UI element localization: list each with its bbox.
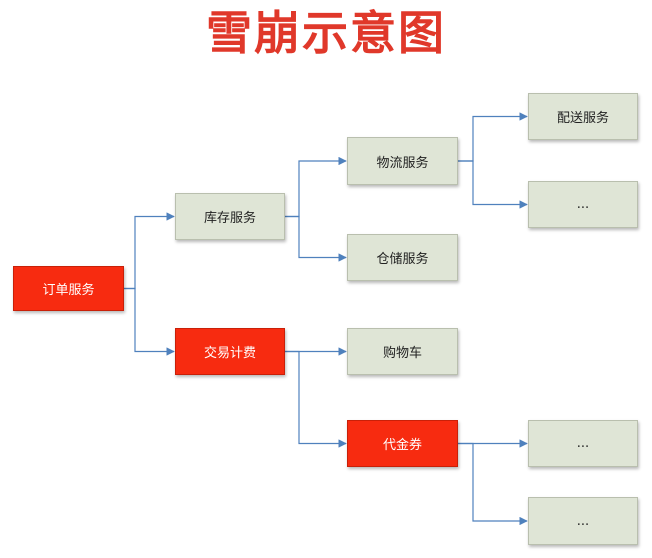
node-logistics-more-label: ... (576, 197, 590, 212)
connector-inventory_service-to-warehouse_service (285, 215, 347, 262)
node-voucher-more-1: ... (528, 420, 638, 467)
connector-order_service-to-inventory_service (124, 212, 175, 290)
node-delivery-service-label: 配送服务 (556, 111, 609, 126)
connector-voucher-to-voucher_more_2 (458, 442, 528, 526)
diagram-title: 雪崩示意图 (206, 6, 446, 60)
node-shopping-cart-label: 购物车 (382, 346, 422, 361)
node-voucher-label: 代金券 (382, 438, 422, 453)
node-voucher-more-2-label: ... (576, 513, 590, 529)
node-warehouse-service: 仓储服务 (347, 234, 458, 281)
node-inventory-service: 库存服务 (175, 193, 285, 240)
node-logistics-more: ... (528, 181, 638, 228)
node-warehouse-service-label: 仓储服务 (376, 252, 429, 267)
connector-order_service-to-trade_billing (124, 287, 175, 356)
node-voucher-more-2: ... (528, 497, 638, 545)
node-logistics-service: 物流服务 (347, 137, 458, 185)
node-inventory-service-label: 库存服务 (203, 211, 256, 226)
node-delivery-service: 配送服务 (528, 93, 638, 140)
node-voucher: 代金券 (347, 420, 458, 467)
connector-logistics_service-to-delivery_service (458, 112, 528, 162)
node-order-service-label: 订单服务 (42, 283, 95, 298)
node-shopping-cart: 购物车 (347, 328, 458, 375)
connector-inventory_service-to-logistics_service (285, 156, 347, 218)
connector-trade_billing-to-voucher (285, 350, 347, 448)
connector-logistics_service-to-logistics_more (458, 160, 528, 209)
node-logistics-service-label: 物流服务 (376, 155, 429, 171)
node-voucher-more-1-label: ... (576, 436, 590, 451)
node-order-service: 订单服务 (13, 266, 124, 311)
node-trade-billing-label: 交易计费 (203, 346, 256, 361)
node-trade-billing: 交易计费 (175, 328, 285, 375)
